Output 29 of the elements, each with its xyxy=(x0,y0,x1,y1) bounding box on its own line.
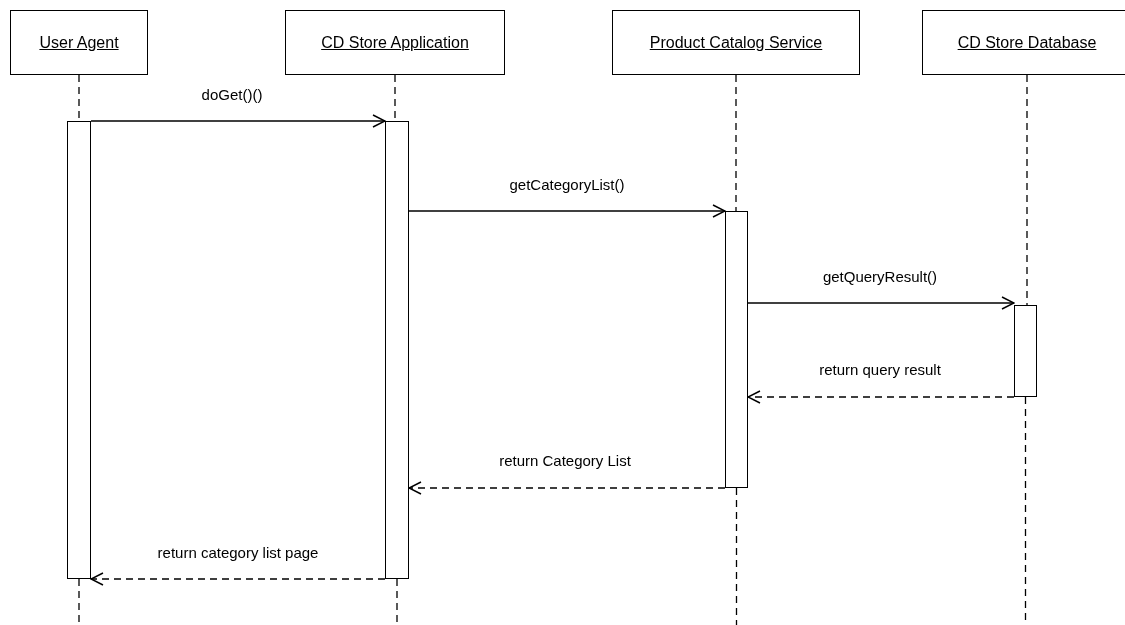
lifeline xyxy=(396,578,398,625)
message-arrow xyxy=(747,296,1015,310)
message-arrow xyxy=(90,114,386,128)
activation-bar xyxy=(385,121,409,579)
object-name: CD Store Application xyxy=(321,33,469,52)
message-label: doGet()() xyxy=(199,86,265,104)
activation-bar xyxy=(1014,305,1037,397)
lifeline xyxy=(735,74,737,212)
message-arrow xyxy=(408,204,726,218)
return-arrow xyxy=(408,481,726,495)
object-box xyxy=(922,10,1125,75)
object-box xyxy=(10,10,148,75)
object-box xyxy=(285,10,505,75)
object-name: CD Store Database xyxy=(957,33,1097,52)
lifeline xyxy=(735,487,738,625)
message-label: getQueryResult() xyxy=(820,268,940,286)
message-label: return query result xyxy=(817,361,943,379)
object-box xyxy=(612,10,860,75)
lifeline xyxy=(1026,74,1028,306)
message-label: return Category List xyxy=(497,452,633,470)
activation-bar xyxy=(725,211,748,488)
object-name: User Agent xyxy=(39,33,119,52)
object-name: Product Catalog Service xyxy=(649,33,823,52)
activation-bar xyxy=(67,121,91,579)
message-label: getCategoryList() xyxy=(507,176,627,194)
message-label: return category list page xyxy=(155,544,321,562)
return-arrow xyxy=(90,572,386,586)
return-arrow xyxy=(747,390,1015,404)
lifeline xyxy=(78,578,80,625)
